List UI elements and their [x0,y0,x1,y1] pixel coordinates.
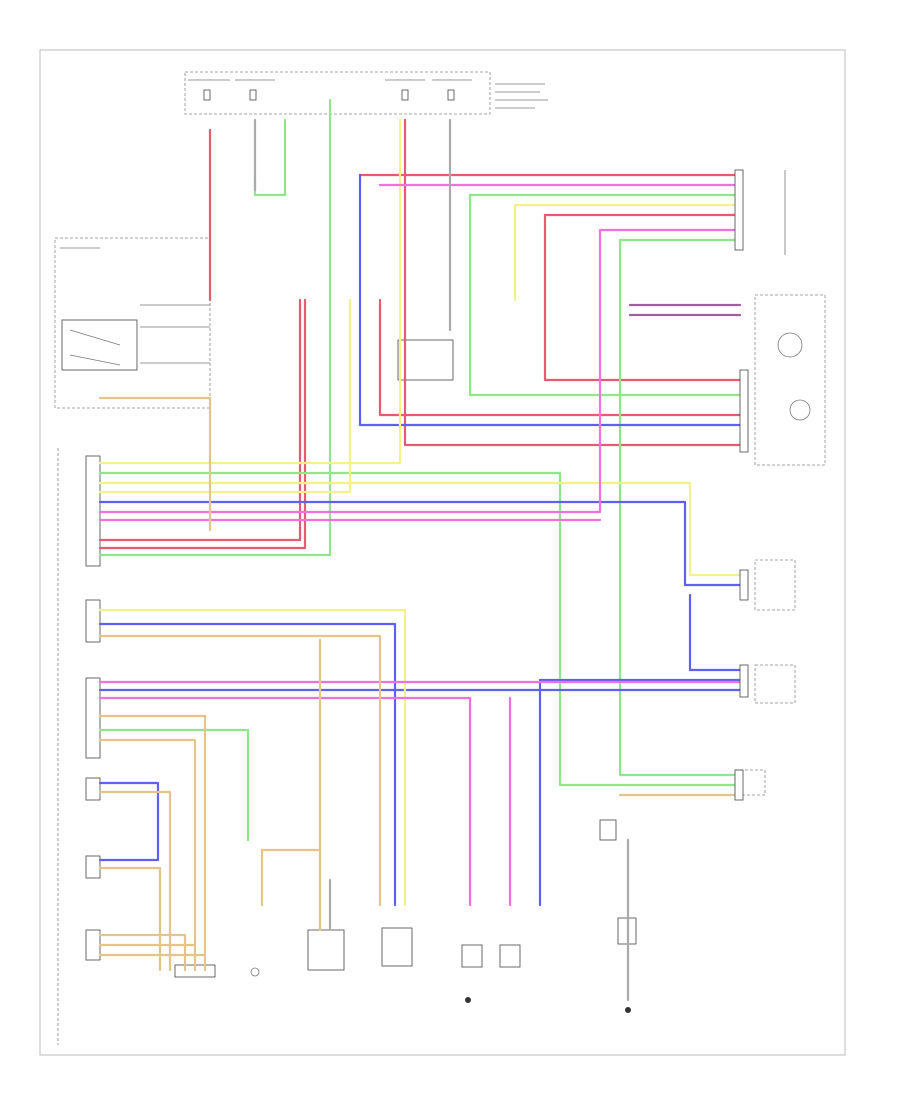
wire-pink-2 [98,228,737,514]
wire-tan-4 [98,790,172,972]
wire-yellow-3 [98,118,402,465]
wire-red-4 [543,213,742,382]
wire-green-2 [468,193,742,397]
right-connector-stubs [734,169,749,801]
relay-center [397,339,454,381]
wire-yellow-4 [98,481,742,577]
wire-green-7 [98,728,250,842]
component-right-4 [754,664,796,704]
wire-blue-2 [98,500,742,587]
wire-blue-5 [538,678,742,907]
wire-red-7 [98,298,307,550]
wire-blue-7 [688,593,742,672]
wire-green-6 [98,471,737,787]
wire-green-4 [618,238,737,777]
wire-yellow-6 [98,298,352,494]
diagram-frame [39,49,846,1056]
fuse-block-top [184,71,548,115]
wire-blue-3 [98,622,397,907]
wires [98,98,742,1002]
wire-blue-4 [98,781,160,862]
wire-tan-1 [98,634,382,907]
wire-blue-1 [358,173,742,427]
wire-yellow-5 [98,608,407,907]
wire-pink-4 [98,696,472,907]
ecu-connector-column [57,448,101,1045]
wire-tan-2 [98,714,207,972]
wire-tan-3 [98,738,197,972]
component-right-2 [754,294,826,466]
wire-tan-13 [98,396,212,532]
bottom-components [174,819,637,1013]
wire-red-5 [98,298,302,542]
relay-box-left [54,237,211,409]
wire-red-1 [403,118,742,447]
wire-green-5 [98,98,332,557]
wire-green-8 [253,118,287,197]
wire-tan-6 [98,933,187,972]
component-right-3 [754,559,796,611]
